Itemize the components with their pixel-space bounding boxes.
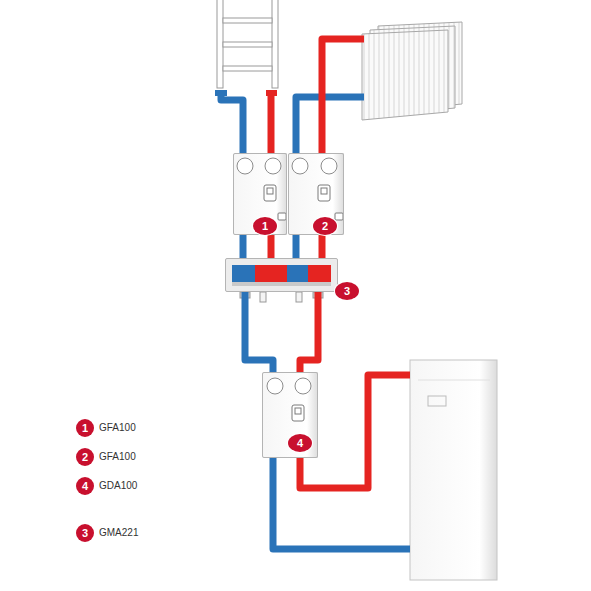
legend-text: GFA100 [99, 422, 136, 434]
towel-radiator [217, 0, 278, 88]
valve [266, 90, 277, 96]
return-pipe [221, 94, 243, 153]
rail [217, 0, 223, 88]
valve [215, 90, 227, 96]
pipe [245, 292, 273, 372]
pipe [240, 235, 247, 258]
pipe [300, 292, 318, 372]
return-pipe [296, 97, 364, 153]
pump-module: 1 [233, 153, 287, 235]
legend-text: GDA100 [99, 480, 137, 492]
callout-number: 2 [76, 448, 94, 466]
pipe [293, 235, 300, 258]
rail [272, 0, 278, 88]
return-pipe [273, 458, 410, 549]
legend-text: GFA100 [99, 451, 136, 463]
rung [223, 66, 272, 71]
manifold: 3 [225, 258, 338, 292]
callout-number: 4 [76, 477, 94, 495]
callout-number: 3 [76, 524, 94, 542]
pump-module: 2 [288, 153, 344, 235]
boiler-body [410, 360, 497, 580]
legend-text: GMA221 [99, 527, 138, 539]
pipe [319, 235, 326, 258]
rung [223, 18, 272, 23]
callout-number: 2 [313, 217, 337, 235]
flow-pipe [322, 39, 364, 153]
pipe [268, 235, 275, 258]
boiler-panel [418, 380, 490, 381]
panel [362, 30, 448, 120]
radiator-pipes [221, 39, 364, 153]
module-bodies [233, 153, 344, 458]
module-body [262, 372, 318, 458]
callout-number: 3 [335, 282, 359, 300]
flow-pipe [268, 94, 275, 153]
callout-number: 4 [288, 434, 312, 452]
rung [223, 42, 272, 47]
pump-module: 4 [262, 372, 318, 458]
pump-symbols [264, 185, 343, 421]
boiler [410, 360, 497, 580]
module-body [288, 153, 344, 235]
boiler-logo [428, 396, 446, 406]
module-body [233, 153, 287, 235]
callout-number: 1 [76, 419, 94, 437]
panel-radiator [362, 22, 462, 120]
callout-number: 1 [253, 217, 277, 235]
